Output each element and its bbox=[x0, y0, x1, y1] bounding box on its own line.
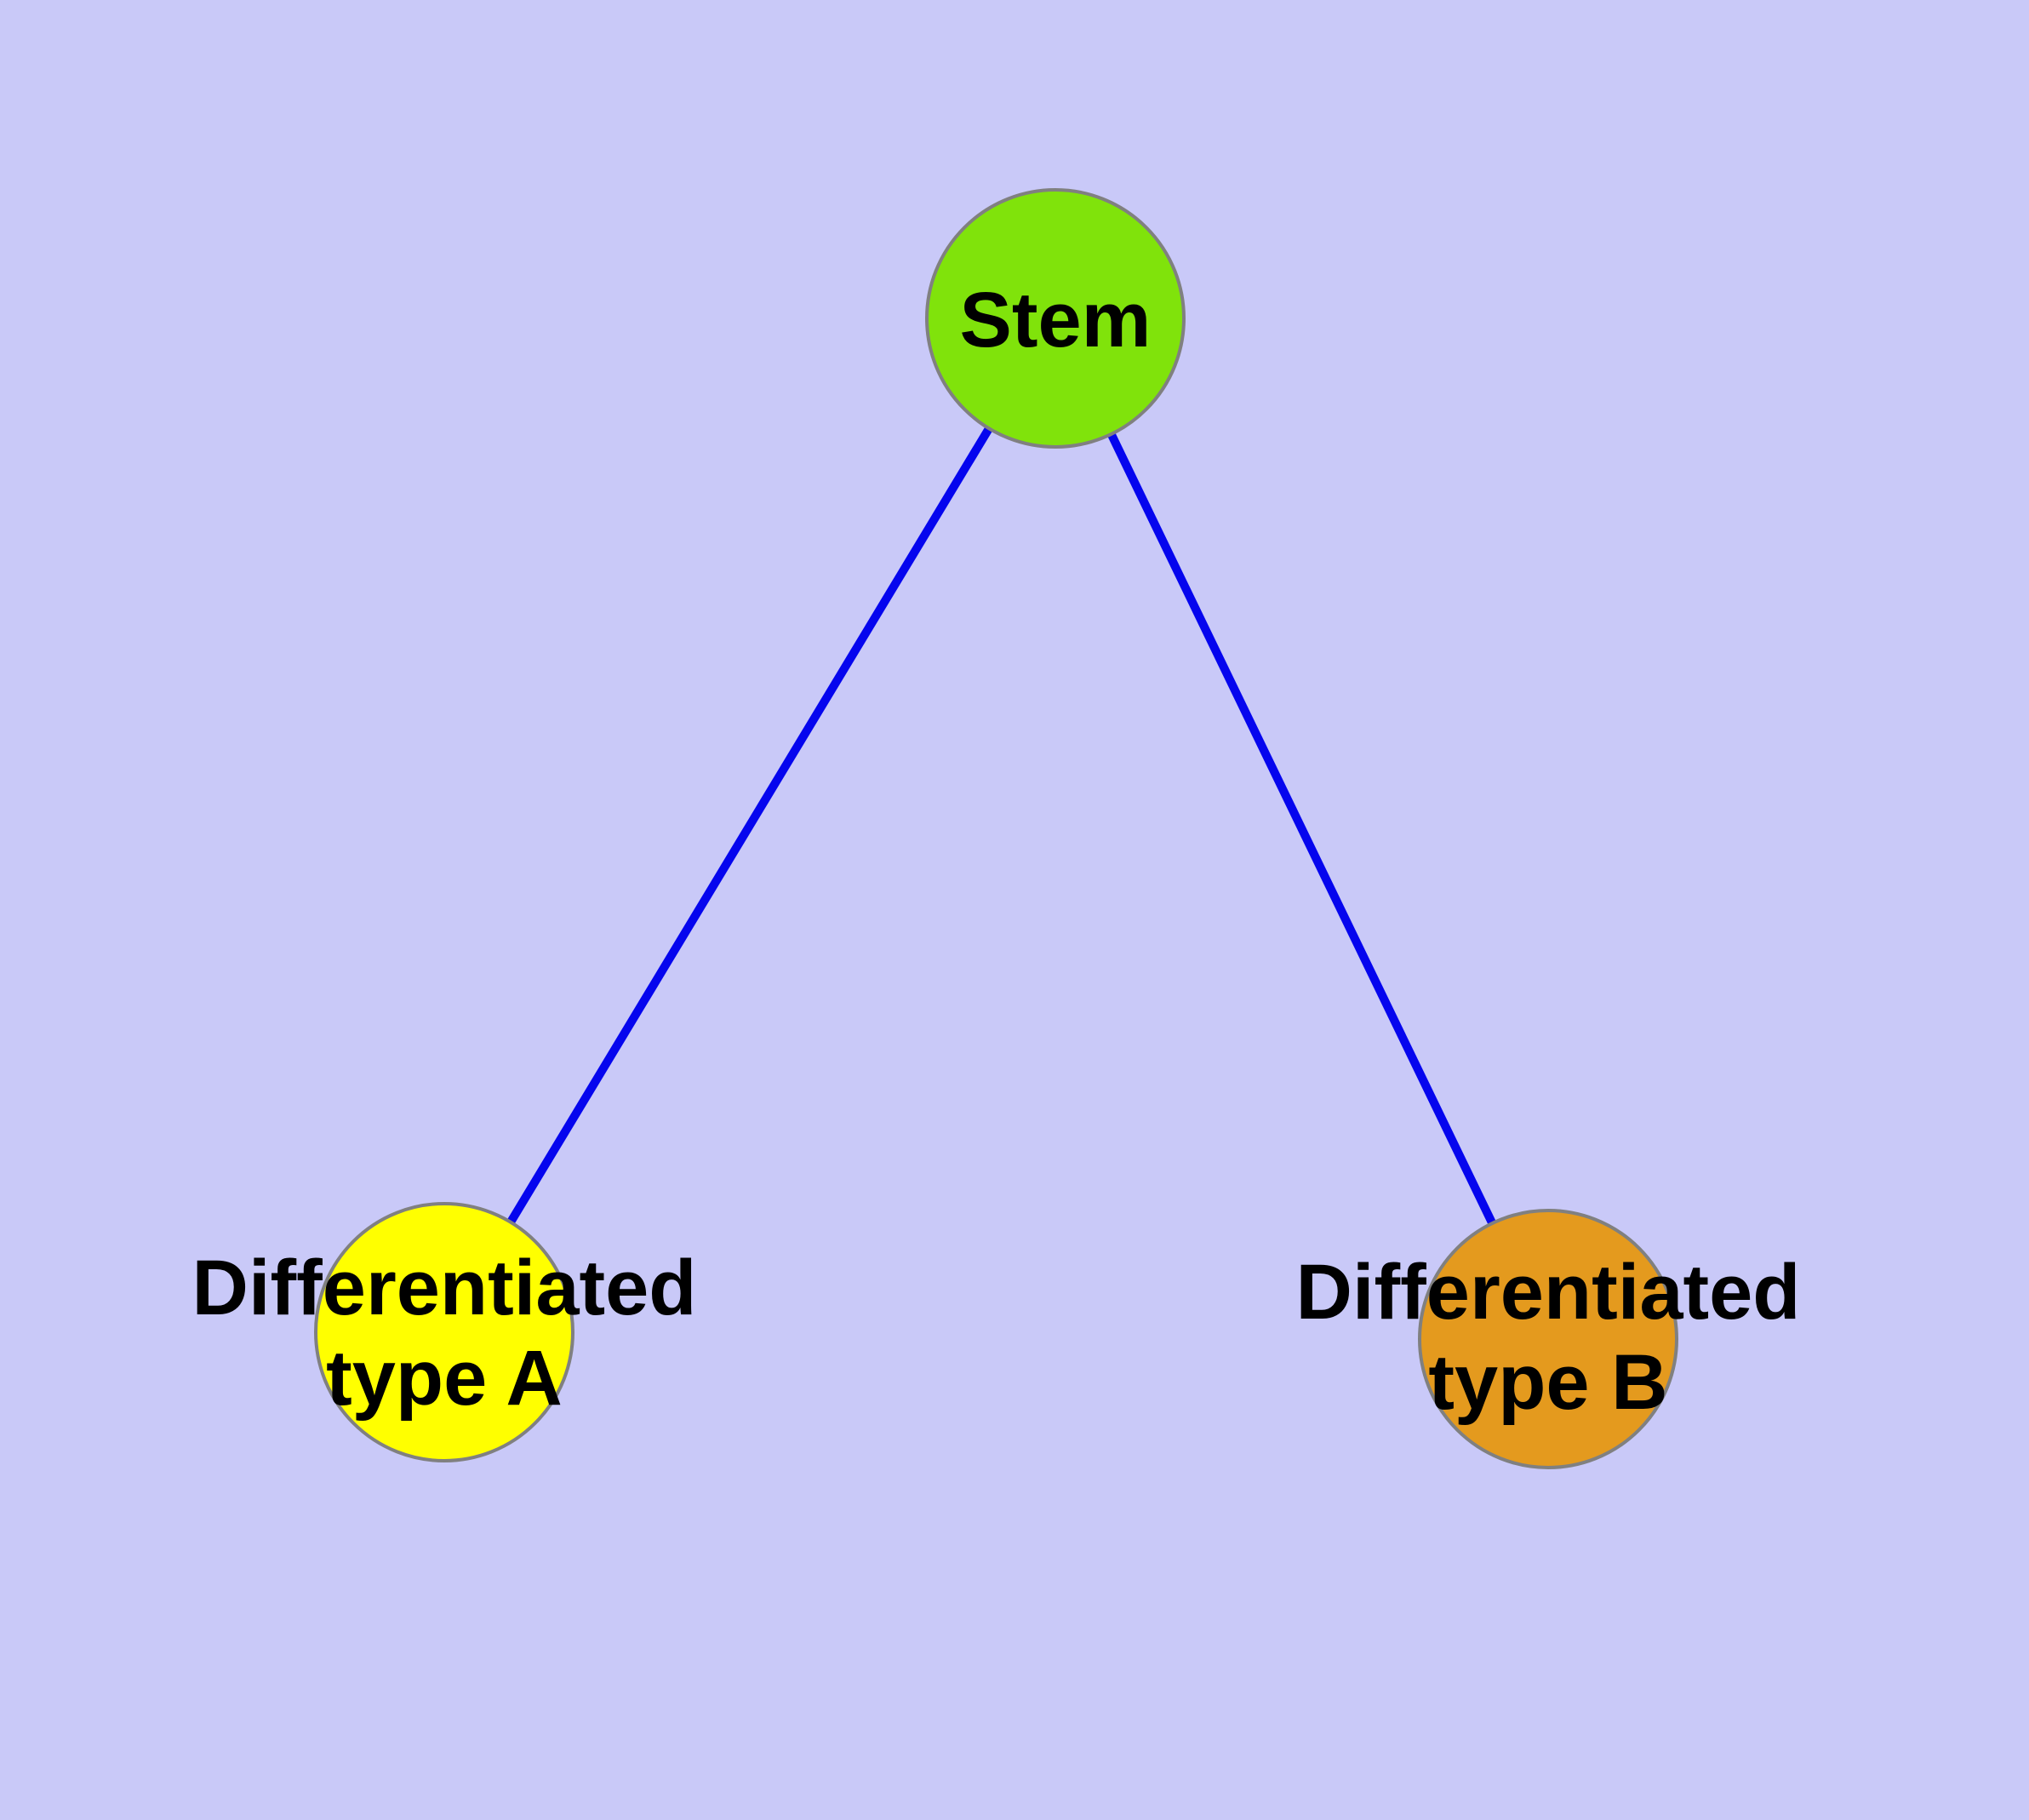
node-stem-label-text: Stem bbox=[959, 277, 1152, 364]
node-differentiated-type-b-label-line2: type B bbox=[1428, 1339, 1668, 1426]
edge-stem-to-type-a[interactable] bbox=[440, 316, 1060, 1335]
node-stem-circle[interactable] bbox=[925, 188, 1186, 449]
node-differentiated-type-b-label-line1: Differentiated bbox=[1295, 1249, 1801, 1336]
node-stem-label: Stem bbox=[960, 276, 1152, 366]
node-differentiated-type-b-label: Differentiated type B bbox=[1296, 1248, 1801, 1428]
node-differentiated-type-a-label-line1: Differentiated bbox=[191, 1245, 697, 1332]
node-differentiated-type-a-label-line2: type A bbox=[326, 1335, 563, 1422]
edge-stem-to-type-b[interactable] bbox=[1051, 316, 1552, 1342]
node-differentiated-type-b-circle[interactable] bbox=[1418, 1209, 1678, 1469]
node-differentiated-type-a-label: Differentiated type A bbox=[192, 1244, 697, 1424]
node-differentiated-type-a-circle[interactable] bbox=[314, 1202, 574, 1462]
